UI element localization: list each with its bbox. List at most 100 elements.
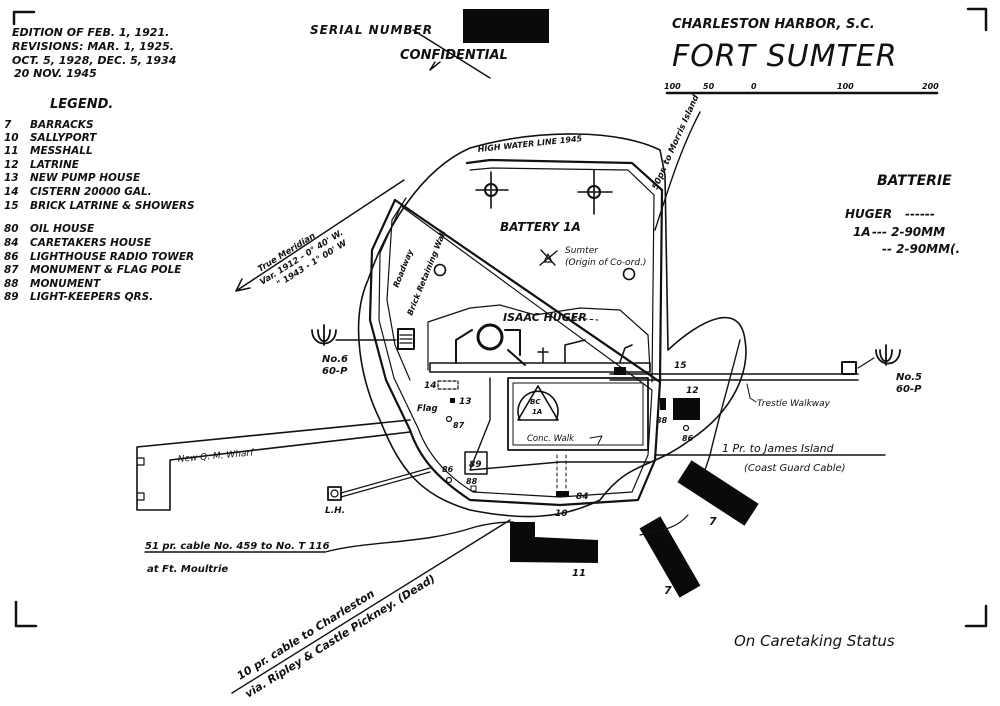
origin-of-coordinates-marker	[539, 249, 558, 266]
edition-line: REVISIONS: MAR. 1, 1925.	[12, 40, 174, 53]
radio-tower-86	[445, 476, 453, 484]
corner-mark-bottom-left	[14, 600, 38, 628]
corner-mark-bottom-right	[964, 604, 988, 628]
concrete-walk-label: Conc. Walk	[527, 434, 575, 444]
high-water-line	[357, 133, 747, 518]
latrine-15	[614, 367, 626, 375]
structure-86	[682, 424, 690, 432]
lighthouse-label: L.H.	[325, 506, 345, 516]
searchlight-no5-label: No.5	[896, 372, 922, 383]
searchlight-shelter-icon	[397, 328, 415, 350]
legend-item-label: CISTERN 20000 GAL.	[30, 186, 152, 198]
structure-number: 86	[682, 434, 694, 443]
structure-number: 11	[572, 568, 586, 579]
battery-name: 1A	[853, 225, 871, 239]
structure-number: 7	[664, 584, 672, 597]
battery-commander-station: BC 1A	[517, 385, 559, 421]
cistern-14	[437, 380, 459, 390]
structure-number: 84	[576, 492, 589, 502]
legend-item-number: 87	[4, 264, 19, 276]
legend-item-number: 80	[4, 223, 19, 235]
caretakers-house-84	[556, 491, 569, 497]
strike-through-mark	[412, 29, 491, 79]
structure-number: 14	[424, 381, 437, 391]
batteries-title: BATTERIE	[877, 173, 952, 189]
origin-label: (Origin of Co-ord.)	[565, 258, 646, 268]
latrine-12	[673, 398, 700, 420]
cross-marker	[537, 347, 549, 363]
legend-item-number: 84	[4, 237, 19, 249]
legend-item-number: 12	[4, 159, 19, 171]
legend-item-label: BARRACKS	[30, 119, 94, 131]
structure-number: 88	[466, 477, 478, 486]
serial-number-label: SERIAL NUMBER	[310, 23, 433, 37]
searchlight-no6-label: No.6	[322, 354, 348, 365]
barracks-7-left	[639, 516, 701, 598]
monument-88	[470, 485, 477, 492]
monument-87	[445, 415, 453, 423]
gun-emplacement-2	[577, 169, 613, 215]
wharf-label: New Q. M. Wharf	[177, 448, 255, 465]
morris-island-cable	[654, 111, 701, 231]
sallyport-10	[556, 454, 567, 491]
charleston-cable-label-2: via. Ripley & Castle Pickney. (Dead)	[243, 572, 438, 700]
legend-item-label: LATRINE	[30, 159, 80, 171]
lighthouse-walkway	[340, 467, 431, 498]
structure-number: 13	[459, 397, 472, 407]
brick-retaining-wall	[386, 197, 411, 381]
james-island-label: 1 Pr. to James Island	[722, 442, 835, 455]
legend-item-number: 11	[4, 145, 19, 157]
structure-number: 87	[453, 421, 465, 430]
messhall-11	[510, 522, 598, 563]
redacted-serial-number	[463, 9, 549, 43]
legend-item-label: CARETAKERS HOUSE	[30, 237, 152, 249]
structure-88	[660, 398, 666, 410]
edition-line: EDITION OF FEB. 1, 1921.	[12, 26, 169, 39]
corner-mark-top-right	[966, 7, 988, 32]
lighthouse	[327, 486, 342, 501]
island-edge-south	[639, 514, 689, 536]
high-water-line-label: HIGH WATER LINE 1945	[477, 134, 583, 154]
moultrie-cable-label-2: at Ft. Moultrie	[147, 564, 228, 575]
battery-1a-label: BATTERY 1A	[500, 220, 581, 234]
legend-item-number: 88	[4, 278, 19, 290]
morris-island-cable-label: 50pr. to Morris Island	[651, 93, 702, 192]
edition-block: EDITION OF FEB. 1, 1921. REVISIONS: MAR.…	[12, 26, 176, 80]
new-qm-wharf	[136, 419, 411, 511]
legend-item-number: 7	[4, 119, 12, 131]
huger-gun-barrel	[507, 349, 526, 366]
legend-item-label: MESSHALL	[30, 145, 93, 157]
structure-number: 10	[555, 509, 568, 519]
huger-structure-right	[564, 339, 633, 363]
internal-path	[469, 377, 651, 471]
isaac-huger-outline	[427, 304, 651, 371]
island-edge-line	[704, 339, 741, 471]
legend-item-number: 13	[4, 172, 19, 184]
legend-item-label: OIL HOUSE	[30, 223, 95, 235]
circle-marker	[622, 267, 636, 281]
arrowhead-icon	[235, 278, 251, 292]
searchlight-no5-power: 60-P	[896, 384, 922, 395]
retaining-wall-label: Brick Retaining Wall	[406, 229, 448, 317]
legend-item-number: 15	[4, 200, 19, 212]
battery-value: -- 2-90MM(.	[882, 242, 960, 256]
legend-item-label: NEW PUMP HOUSE	[30, 172, 141, 184]
bc-number-label: 1A	[532, 408, 542, 416]
battery-name: HUGER	[845, 207, 892, 221]
searchlight-shelter-icon	[841, 361, 857, 375]
isaac-huger-label: ISAAC HUGER	[503, 311, 587, 324]
legend-item-label: MONUMENT	[30, 278, 101, 290]
circle-marker	[433, 263, 447, 277]
fort-wall-inner	[378, 167, 655, 498]
scale-tick-label: 50	[703, 82, 715, 91]
structure-number: 15	[674, 361, 687, 371]
bc-label: BC	[530, 398, 541, 406]
huger-structure	[455, 329, 521, 364]
map-title: FORT SUMTER	[672, 39, 898, 74]
structure-number: 86	[442, 465, 454, 474]
trestle-walkway-label: Trestle Walkway	[757, 399, 831, 409]
flag-label: Flag	[417, 404, 438, 414]
battery-value: --- 2-90MM	[872, 225, 945, 239]
legend-item-label: SALLYPORT	[30, 132, 97, 144]
structure-number: 88	[656, 416, 668, 425]
